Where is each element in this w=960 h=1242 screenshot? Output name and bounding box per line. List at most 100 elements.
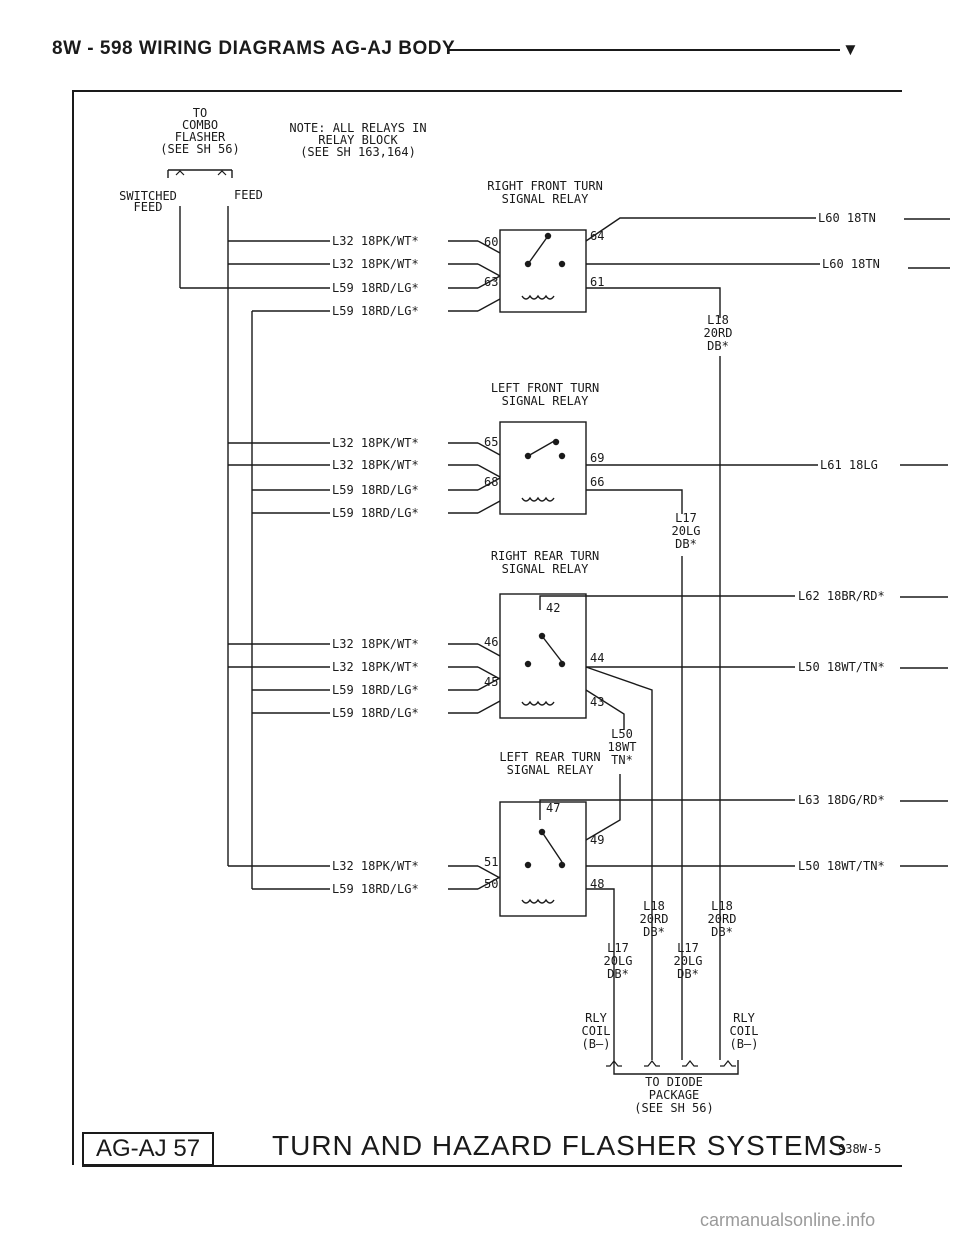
wire-l59 bbox=[477, 500, 501, 514]
frame-left-border bbox=[72, 90, 74, 1165]
relay-block-note-line: NOTE: ALL RELAYS IN bbox=[289, 121, 426, 135]
footer-section-code: AG-AJ 57 bbox=[82, 1132, 215, 1166]
rly-coil-label-line: RLY bbox=[733, 1011, 755, 1025]
relay-coil-symbol bbox=[521, 700, 555, 706]
relay-box bbox=[499, 593, 587, 719]
wire-label-l17-line: 20LG bbox=[674, 954, 703, 968]
watermark: carmanualsonline.info bbox=[700, 1210, 876, 1230]
wire-l32 bbox=[477, 442, 501, 456]
relay-pin-number: 47 bbox=[546, 801, 560, 815]
wire-label-l32: L32 18PK/WT* bbox=[332, 257, 419, 271]
wire-label-l32: L32 18PK/WT* bbox=[332, 660, 419, 674]
wire-label-l63: L63 18DG/RD* bbox=[798, 793, 885, 807]
wire-label-l17-line: 20LG bbox=[604, 954, 633, 968]
wire-label-l60: L60 18TN bbox=[818, 211, 876, 225]
header-rule bbox=[448, 49, 840, 51]
combo-flasher-note-line: FLASHER bbox=[175, 130, 226, 144]
switch-arm bbox=[527, 439, 557, 457]
wire-label-l18-line: DB* bbox=[711, 925, 733, 939]
relay-title-line: SIGNAL RELAY bbox=[502, 562, 589, 576]
relay-title-line: SIGNAL RELAY bbox=[507, 763, 594, 777]
relay-pin-number: 66 bbox=[590, 475, 604, 489]
ground-symbol bbox=[720, 1060, 736, 1067]
footer-rule bbox=[82, 1165, 902, 1167]
diode-package-label-line: PACKAGE bbox=[649, 1088, 700, 1102]
wire-label-l18-line: 20RD bbox=[640, 912, 669, 926]
combo-flasher-note-line: (SEE SH 56) bbox=[160, 142, 239, 156]
wire-l59 bbox=[477, 275, 501, 289]
rly-coil-label-line: (B—) bbox=[582, 1037, 611, 1051]
wire-l50v bbox=[586, 888, 615, 1060]
wire-l50v bbox=[585, 774, 621, 841]
wire-label-l17-line: DB* bbox=[607, 967, 629, 981]
wire-label-l59: L59 18RD/LG* bbox=[332, 506, 419, 520]
wire-label-l17-line: DB* bbox=[675, 537, 697, 551]
relay-pin-number: 60 bbox=[484, 235, 498, 249]
combo-flasher-note-line: COMBO bbox=[182, 118, 218, 132]
contact-dot bbox=[558, 660, 566, 668]
wire-label-l18-line: DB* bbox=[643, 925, 665, 939]
wire-l17 bbox=[586, 489, 683, 514]
relay-title-line: RIGHT REAR TURN bbox=[491, 549, 599, 563]
relay-title-line: LEFT FRONT TURN bbox=[491, 381, 599, 395]
wire-label-l50: L50 18WT/TN* bbox=[798, 859, 885, 873]
relay-block-note-line: (SEE SH 163,164) bbox=[300, 145, 416, 159]
contact-dot bbox=[524, 861, 532, 869]
diode-package-label-line: TO DIODE bbox=[645, 1075, 703, 1089]
contact-dot bbox=[538, 632, 546, 640]
switch-arm bbox=[527, 235, 549, 265]
wire-label-l32: L32 18PK/WT* bbox=[332, 458, 419, 472]
connector-symbol bbox=[175, 170, 185, 176]
header-arrow-icon: ▼ bbox=[842, 40, 859, 59]
relay-pin-number: 63 bbox=[484, 275, 498, 289]
wire-l32 bbox=[477, 464, 501, 478]
contact-dot bbox=[544, 232, 552, 240]
relay-pin-number: 46 bbox=[484, 635, 498, 649]
wire-l32 bbox=[477, 240, 501, 254]
wire-l50v bbox=[585, 689, 625, 730]
relay-pin-number: 65 bbox=[484, 435, 498, 449]
wire-l59 bbox=[477, 677, 501, 691]
wire-l32 bbox=[477, 865, 501, 879]
wire-label-l32: L32 18PK/WT* bbox=[332, 234, 419, 248]
relay-box bbox=[499, 229, 587, 313]
relay-pin-number: 44 bbox=[590, 651, 604, 665]
wire-l50v bbox=[585, 666, 653, 1060]
relay-title-line: SIGNAL RELAY bbox=[502, 192, 589, 206]
page-header-title: 8W - 598 WIRING DIAGRAMS AG-AJ BODY bbox=[52, 38, 456, 59]
wire-label-l18-line: L18 bbox=[711, 899, 733, 913]
rly-coil-label-line: COIL bbox=[582, 1024, 611, 1038]
wire-label-l17-line: L17 bbox=[675, 511, 697, 525]
footer-reference: 938W-5 bbox=[838, 1142, 882, 1156]
wire-label-l50v-line: L50 bbox=[611, 727, 633, 741]
wire-l18 bbox=[586, 287, 721, 318]
relay-pin-number: 64 bbox=[590, 229, 604, 243]
relay-pin-number: 48 bbox=[590, 877, 604, 891]
combo-flasher-note-line: TO bbox=[193, 106, 207, 120]
wire-label-l59: L59 18RD/LG* bbox=[332, 483, 419, 497]
rly-coil-label-line: COIL bbox=[730, 1024, 759, 1038]
ground-symbol bbox=[644, 1060, 660, 1067]
frame-top-border bbox=[72, 90, 902, 92]
wire-label-l32: L32 18PK/WT* bbox=[332, 436, 419, 450]
wire-label-l18-line: 20RD bbox=[704, 326, 733, 340]
wire-label-l17-line: L17 bbox=[607, 941, 629, 955]
wire-label-l59: L59 18RD/LG* bbox=[332, 683, 419, 697]
wire-label-l32: L32 18PK/WT* bbox=[332, 859, 419, 873]
wire-label-l18-line: L18 bbox=[643, 899, 665, 913]
relay-coil-symbol bbox=[521, 294, 555, 300]
footer-section-title: TURN AND HAZARD FLASHER SYSTEMS bbox=[272, 1130, 848, 1161]
relay-coil-symbol bbox=[521, 496, 555, 502]
feed-label: FEED bbox=[234, 188, 263, 202]
relay-block-note-line: RELAY BLOCK bbox=[318, 133, 398, 147]
relay-pin-number: 49 bbox=[590, 833, 604, 847]
ground-symbol bbox=[682, 1060, 698, 1067]
relay-pin-number: 61 bbox=[590, 275, 604, 289]
relay-pin-number: 43 bbox=[590, 695, 604, 709]
relay-title-line: RIGHT FRONT TURN bbox=[487, 179, 603, 193]
diode-package-label-line: (SEE SH 56) bbox=[634, 1101, 713, 1115]
wire-label-l50v-line: 18WT bbox=[608, 740, 637, 754]
relay-box bbox=[499, 801, 587, 917]
relay-pin-number: 51 bbox=[484, 855, 498, 869]
